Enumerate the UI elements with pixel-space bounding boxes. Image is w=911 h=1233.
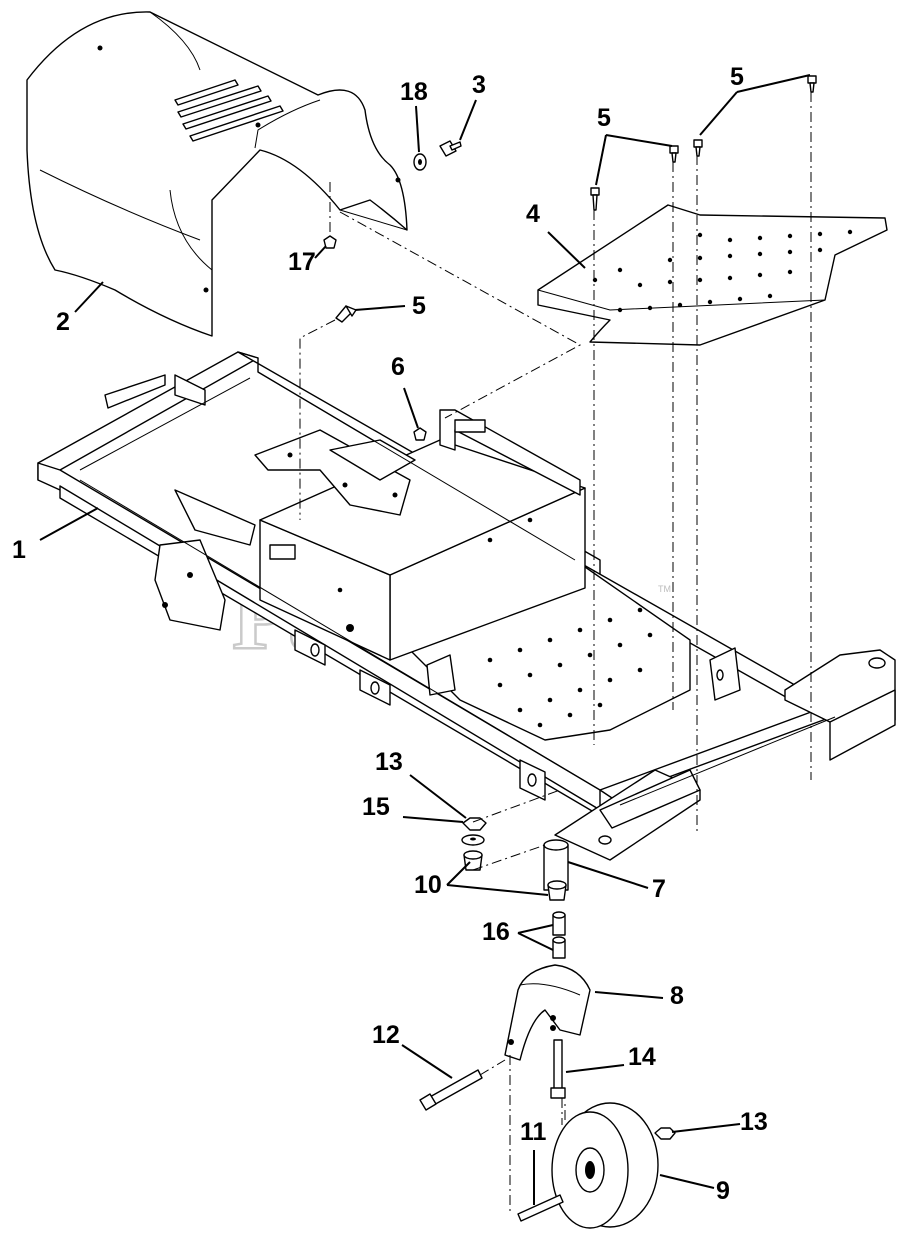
callout-16: 16 [482, 918, 510, 946]
nut-13-bottom [654, 1127, 676, 1140]
callout-10: 10 [414, 871, 442, 899]
callout-labels: 1 2 3 4 5 5 5 6 7 8 9 10 11 12 13 13 14 … [12, 63, 768, 1205]
callout-12: 12 [372, 1021, 400, 1049]
watermark-trademark: TM [658, 584, 671, 594]
spacer-11 [517, 1194, 564, 1222]
callout-7: 7 [652, 875, 666, 903]
callout-5-right: 5 [730, 63, 744, 91]
callout-18: 18 [400, 78, 428, 106]
callout-3: 3 [472, 71, 486, 99]
leader-lines [39, 74, 811, 1205]
footrest-holes [592, 229, 853, 313]
callout-13-bottom: 13 [740, 1108, 768, 1136]
axle-bolt-12 [427, 1069, 483, 1107]
callout-5-rear: 5 [412, 292, 426, 320]
callout-6: 6 [391, 353, 405, 381]
callout-13-top: 13 [375, 748, 403, 776]
fasteners [323, 75, 817, 441]
callout-8: 8 [670, 982, 684, 1010]
callout-11: 11 [520, 1118, 547, 1146]
caster-yoke-8 [504, 964, 591, 1061]
caster-assembly [419, 817, 676, 1229]
callout-17: 17 [288, 248, 316, 276]
main-frame [37, 351, 896, 861]
hood-cover [26, 11, 408, 337]
nut-13-top [462, 817, 487, 831]
footrest-plate [537, 204, 888, 346]
callout-2: 2 [56, 308, 70, 336]
alignment-lines [299, 92, 812, 1215]
callout-5-middle: 5 [597, 104, 611, 132]
callout-15: 15 [362, 793, 390, 821]
bolt-14 [553, 1039, 563, 1091]
floor-holes [487, 607, 653, 728]
callout-1: 1 [12, 536, 26, 564]
callout-9: 9 [716, 1177, 730, 1205]
callout-4: 4 [526, 200, 540, 228]
callout-14: 14 [628, 1043, 656, 1071]
